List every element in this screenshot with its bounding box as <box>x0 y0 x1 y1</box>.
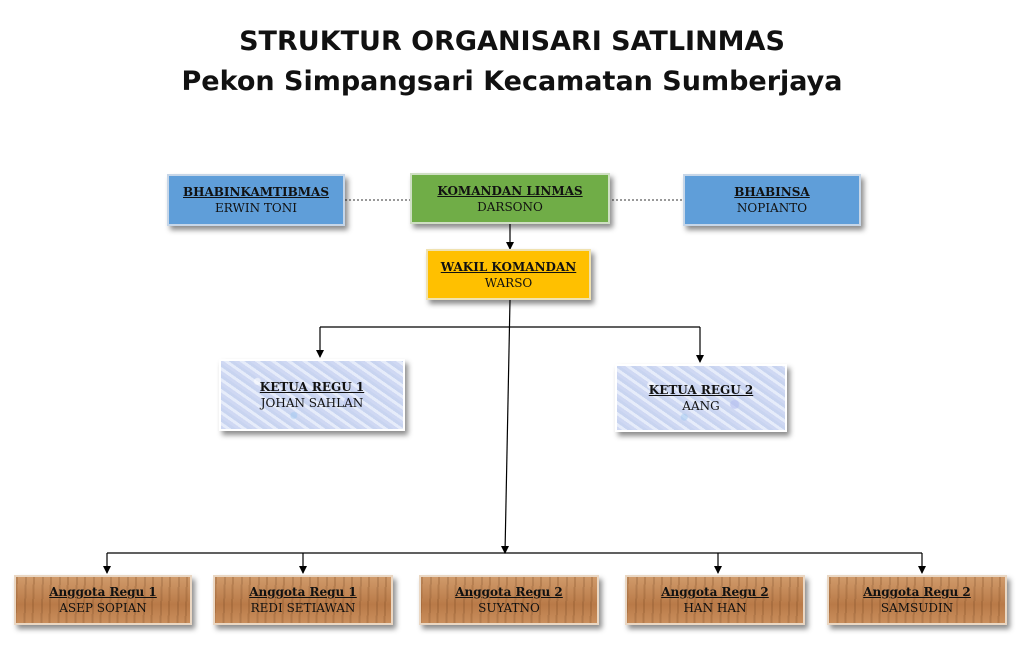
node-name: DARSONO <box>477 199 543 214</box>
node-anggota-5: Anggota Regu 2 SAMSUDIN <box>827 575 1007 625</box>
page-subtitle: Pekon Simpangsari Kecamatan Sumberjaya <box>181 66 843 97</box>
node-name: ERWIN TONI <box>214 201 297 215</box>
node-name: REDI SETIAWAN <box>250 601 356 615</box>
node-role: Anggota Regu 2 <box>863 585 971 599</box>
node-name: JOHAN SAHLAN <box>260 396 364 410</box>
node-role: Anggota Regu 1 <box>249 585 357 599</box>
node-ketua-regu-1: KETUA REGU 1 JOHAN SAHLAN <box>219 359 405 431</box>
node-role: KETUA REGU 2 <box>648 383 754 397</box>
node-role: KETUA REGU 1 <box>259 380 365 394</box>
node-role: Anggota Regu 1 <box>49 585 157 599</box>
node-ketua-regu-2: KETUA REGU 2 AANG <box>615 364 787 432</box>
node-name: SUYATNO <box>478 601 540 615</box>
node-anggota-1: Anggota Regu 1 ASEP SOPIAN <box>14 575 192 625</box>
node-name: AANG <box>682 399 720 413</box>
node-wakil-komandan: WAKIL KOMANDAN WARSO <box>426 249 591 300</box>
node-bhabinkamtibmas: BHABINKAMTIBMAS ERWIN TONI <box>167 174 345 226</box>
node-anggota-3: Anggota Regu 2 SUYATNO <box>419 575 599 625</box>
node-name: ASEP SOPIAN <box>59 601 147 615</box>
node-role: BHABINSA <box>734 185 810 199</box>
node-name: SAMSUDIN <box>880 601 954 615</box>
line-wakil-down <box>501 299 511 554</box>
node-bhabinsa: BHABINSA NOPIANTO <box>683 174 861 226</box>
node-anggota-4: Anggota Regu 2 HAN HAN <box>625 575 805 625</box>
node-anggota-2: Anggota Regu 1 REDI SETIAWAN <box>213 575 393 625</box>
node-komandan-linmas: KOMANDAN LINMAS DARSONO <box>410 173 610 224</box>
node-name: NOPIANTO <box>736 201 808 215</box>
node-name: HAN HAN <box>683 601 747 615</box>
page-title: STRUKTUR ORGANISARI SATLINMAS <box>239 26 785 57</box>
node-role: KOMANDAN LINMAS <box>437 183 583 198</box>
node-name: WARSO <box>484 275 533 290</box>
node-role: BHABINKAMTIBMAS <box>183 185 329 199</box>
node-role: WAKIL KOMANDAN <box>440 259 577 274</box>
node-role: Anggota Regu 2 <box>661 585 769 599</box>
node-role: Anggota Regu 2 <box>455 585 563 599</box>
